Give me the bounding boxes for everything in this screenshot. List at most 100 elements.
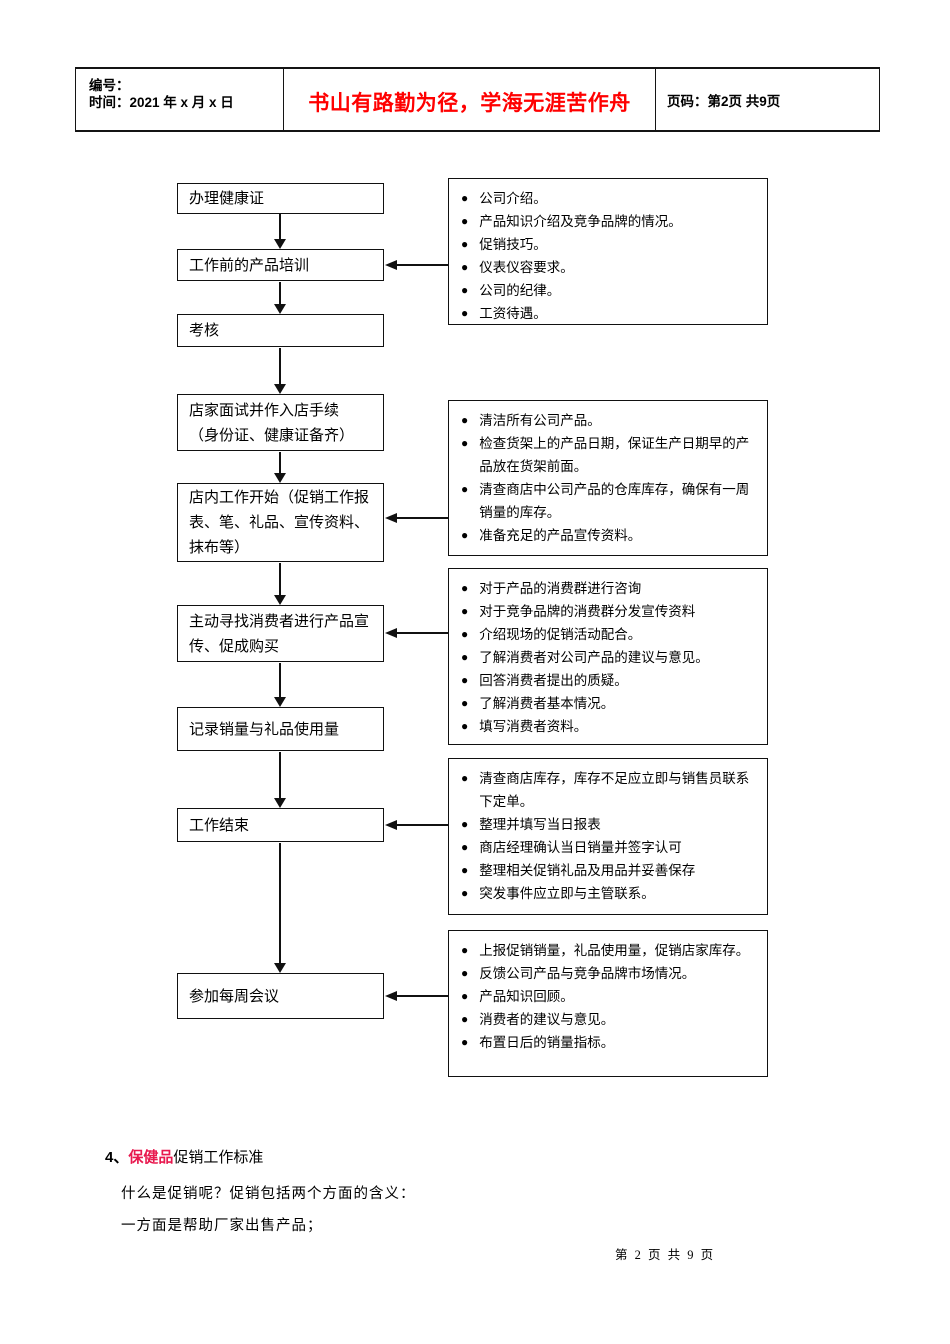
flow-connector-line — [279, 663, 281, 698]
detail-box: ●公司介绍。 ●产品知识介绍及竞争品牌的情况。 ●促销技巧。 ●仪表仪容要求。 … — [448, 178, 768, 325]
flow-step-label: 工作结束 — [189, 816, 250, 834]
document-motto: 书山有路勤为径，学海无涯苦作舟 — [308, 90, 631, 115]
bullet-icon: ● — [461, 436, 469, 450]
bullet-item: ● 回答消费者提出的质疑。 — [461, 669, 753, 692]
arrow-down-icon — [274, 963, 286, 973]
bullet-item: ● 消费者的建议与意见。 — [461, 1008, 753, 1031]
flow-step-box: 办理健康证 — [177, 183, 384, 214]
page-footer: 第 2 页 共 9 页 — [615, 1248, 716, 1262]
arrow-down-icon — [274, 798, 286, 808]
bullet-text: 整理相关促销礼品及用品并妥善保存 — [479, 863, 696, 878]
bullet-item: ●布置日后的销量指标。 — [461, 1031, 753, 1054]
flow-connector-line — [397, 995, 448, 997]
flow-connector-line — [279, 214, 281, 244]
bullet-item: ●准备充足的产品宣传资料。 — [461, 524, 753, 547]
bullet-icon: ● — [461, 771, 469, 785]
bullet-item: ●仪表仪容要求。 — [461, 256, 753, 279]
bullet-icon: ● — [461, 237, 469, 251]
bullet-icon: ● — [461, 528, 469, 542]
paragraph: 一方面是帮助厂家出售产品； — [121, 1218, 323, 1234]
flow-connector-line — [279, 452, 281, 474]
arrow-left-icon — [385, 513, 397, 523]
header-right-cell: 页码：第2页 共9页 — [656, 69, 879, 130]
bullet-text: 商店经理确认当日销量并签字认可 — [479, 840, 682, 855]
bullet-text: 清查商店中公司产品的仓库库存，确保有一周销量的库存。 — [479, 482, 750, 520]
arrow-down-icon — [274, 473, 286, 483]
bullet-text: 回答消费者提出的质疑。 — [479, 673, 628, 688]
arrow-down-icon — [274, 595, 286, 605]
header-middle-cell: 书山有路勤为径，学海无涯苦作舟 — [283, 69, 656, 130]
bullet-item: ●整理并填写当日报表 — [461, 813, 753, 836]
detail-box: ● 清洁所有公司产品。 ● 检查货架上的产品日期，保证生产日期早的产品放在货架前面。… — [448, 400, 768, 556]
bullet-text: 公司的纪律。 — [479, 283, 561, 298]
flow-connector-line — [397, 517, 448, 519]
flow-step-box: 工作前的产品培训 — [177, 249, 384, 281]
arrow-down-icon — [274, 697, 286, 707]
page-number-field: 页码：第2页 共9页 — [667, 93, 781, 109]
flow-step-label: 店家面试并作入店手续 （身份证、健康证备齐） — [189, 401, 355, 444]
document-time-field: 时间：2021 年 x 月 x 日 — [89, 95, 234, 110]
bullet-icon: ● — [461, 413, 469, 427]
arrow-left-icon — [385, 260, 397, 270]
bullet-icon: ● — [461, 581, 469, 595]
bullet-icon: ● — [461, 627, 469, 641]
bullet-icon: ● — [461, 191, 469, 205]
bullet-item: ● 公司介绍。 — [461, 187, 753, 210]
arrow-left-icon — [385, 820, 397, 830]
bullet-icon: ● — [461, 696, 469, 710]
bullet-icon: ● — [461, 482, 469, 496]
bullet-icon: ● — [461, 673, 469, 687]
flow-step-box: 店内工作开始（促销工作报 表、笔、礼品、宣传资料、 抹布等） — [177, 483, 384, 562]
bullet-icon: ● — [461, 886, 469, 900]
bullet-icon: ● — [461, 1012, 469, 1026]
bullet-text: 对于竞争品牌的消费群分发宣传资料 — [479, 604, 696, 619]
detail-box: ●清查商店库存，库存不足应立即与销售员联系下定单。 ●整理并填写当日报表 ●商店… — [448, 758, 768, 915]
bullet-text: 工资待遇。 — [479, 306, 547, 321]
bullet-icon: ● — [461, 817, 469, 831]
bullet-text: 促销技巧。 — [479, 237, 547, 252]
bullet-item: ● 检查货架上的产品日期，保证生产日期早的产品放在货架前面。 — [461, 432, 753, 478]
flow-connector-line — [397, 824, 448, 826]
flow-step-box: 记录销量与礼品使用量 — [177, 707, 384, 751]
flow-step-label: 店内工作开始（促销工作报 表、笔、礼品、宣传资料、 抹布等） — [189, 489, 370, 556]
document-number-field: 编号： — [89, 78, 130, 93]
bullet-item: ● 清洁所有公司产品。 — [461, 409, 753, 432]
bullet-text: 布置日后的销量指标。 — [479, 1035, 615, 1050]
flow-connector-line — [279, 563, 281, 596]
bullet-text: 清洁所有公司产品。 — [479, 413, 601, 428]
bullet-item: ●了解消费者基本情况。 — [461, 692, 753, 715]
arrow-down-icon — [274, 304, 286, 314]
section-title-rest: 促销工作标准 — [173, 1150, 264, 1166]
bullet-text: 检查货架上的产品日期，保证生产日期早的产品放在货架前面。 — [479, 436, 750, 474]
flow-step-box: 主动寻找消费者进行产品宣 传、促成购买 — [177, 605, 384, 662]
bullet-item: ●公司的纪律。 — [461, 279, 753, 302]
bullet-item: ●产品知识回顾。 — [461, 985, 753, 1008]
section-heading: 4、保健品促销工作标准 — [105, 1146, 263, 1167]
bullet-item: ● 促销技巧。 — [461, 233, 753, 256]
section-title-highlight: 保健品 — [128, 1150, 174, 1166]
bullet-text: 突发事件应立即与主管联系。 — [479, 886, 655, 901]
bullet-item: ●整理相关促销礼品及用品并妥善保存 — [461, 859, 753, 882]
bullet-text: 反馈公司产品与竞争品牌市场情况。 — [479, 966, 696, 981]
bullet-text: 仪表仪容要求。 — [479, 260, 574, 275]
bullet-icon: ● — [461, 840, 469, 854]
flow-step-label: 参加每周会议 — [189, 987, 280, 1005]
bullet-text: 公司介绍。 — [479, 191, 547, 206]
bullet-item: ●对于产品的消费群进行咨询 — [461, 577, 753, 600]
arrow-left-icon — [385, 991, 397, 1001]
bullet-text: 介绍现场的促销活动配合。 — [479, 627, 642, 642]
bullet-icon: ● — [461, 943, 469, 957]
bullet-icon: ● — [461, 214, 469, 228]
bullet-item: ● 产品知识介绍及竞争品牌的情况。 — [461, 210, 753, 233]
bullet-text: 产品知识介绍及竞争品牌的情况。 — [479, 214, 682, 229]
bullet-item: ●上报促销销量，礼品使用量，促销店家库存。 — [461, 939, 753, 962]
flow-connector-line — [279, 752, 281, 799]
bullet-icon: ● — [461, 604, 469, 618]
bullet-item: ●反馈公司产品与竞争品牌市场情况。 — [461, 962, 753, 985]
bullet-text: 消费者的建议与意见。 — [479, 1012, 615, 1027]
arrow-left-icon — [385, 628, 397, 638]
bullet-icon: ● — [461, 719, 469, 733]
arrow-down-icon — [274, 384, 286, 394]
bullet-item: ● 突发事件应立即与主管联系。 — [461, 882, 753, 905]
